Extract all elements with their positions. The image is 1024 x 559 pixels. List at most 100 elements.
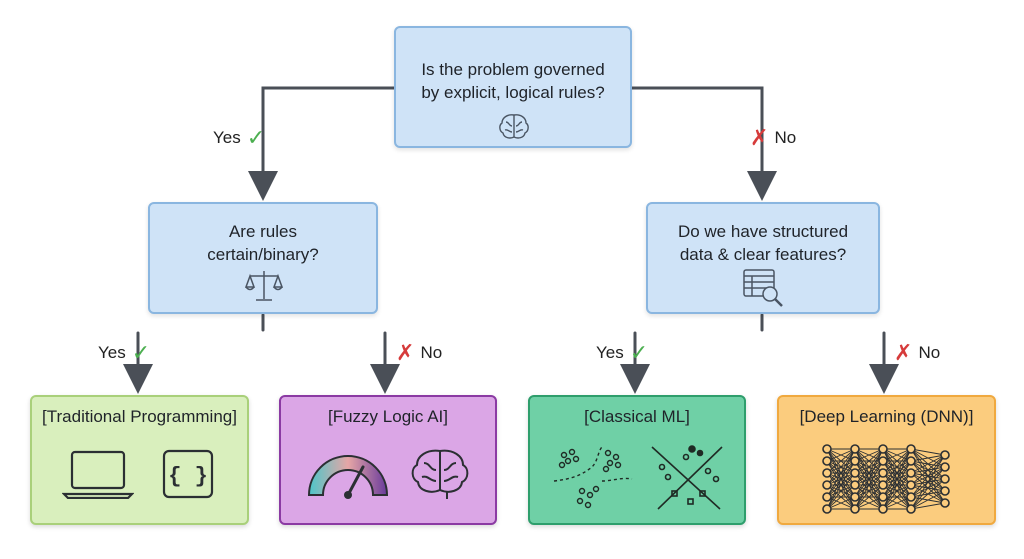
nn-edge xyxy=(910,466,946,510)
left-question-box: Are rules certain/binary? xyxy=(148,202,378,314)
yes-text: Yes xyxy=(596,343,624,362)
nn-edge xyxy=(826,496,856,510)
cross-icon: ✗ xyxy=(894,340,913,365)
nn-edge xyxy=(854,460,884,510)
nn-edge xyxy=(826,448,856,498)
nn-node xyxy=(878,468,888,478)
label-left-yes: Yes ✓ xyxy=(98,340,150,366)
nn-edge xyxy=(910,454,946,474)
nn-node xyxy=(906,504,916,514)
nn-node xyxy=(906,480,916,490)
neural-network-icon xyxy=(822,444,950,514)
nn-edge xyxy=(882,448,912,462)
right-question-box: Do we have structured data & clear featu… xyxy=(646,202,880,314)
nn-edge xyxy=(826,484,856,510)
nn-node xyxy=(822,492,832,502)
nn-edge xyxy=(826,448,856,486)
leaf-title: [Fuzzy Logic AI] xyxy=(328,407,448,426)
nn-node xyxy=(906,456,916,466)
nn-node xyxy=(850,480,860,490)
nn-edge xyxy=(826,448,856,510)
nn-edge xyxy=(854,448,884,462)
nn-edge xyxy=(826,448,856,474)
leaf-title: [Classical ML] xyxy=(584,407,690,426)
data-search-icon xyxy=(743,269,783,307)
root-question-line1: Is the problem governed xyxy=(421,60,605,79)
nn-node xyxy=(906,468,916,478)
nn-edge xyxy=(910,490,946,510)
nn-node xyxy=(940,462,950,472)
classification-icon xyxy=(651,445,723,510)
nn-edge xyxy=(826,448,856,462)
right-question-text: Do we have structured data & clear featu… xyxy=(678,220,848,266)
nn-node xyxy=(850,444,860,454)
nn-edge xyxy=(910,448,946,456)
nn-edge xyxy=(854,496,884,510)
cross-icon: ✗ xyxy=(750,125,769,150)
nn-node xyxy=(822,504,832,514)
nn-edge xyxy=(826,472,856,510)
nn-node xyxy=(850,468,860,478)
label-right-no: ✗ No xyxy=(894,340,940,366)
no-text: No xyxy=(774,128,797,147)
nn-edge xyxy=(910,454,946,486)
nn-node xyxy=(878,492,888,502)
nn-edge xyxy=(910,454,946,462)
nn-edge xyxy=(854,448,884,474)
nn-edge xyxy=(882,496,912,510)
leaf-title: [Deep Learning (DNN)] xyxy=(799,407,974,426)
connector-root-left xyxy=(248,86,396,201)
leaf-traditional-programming: [Traditional Programming] { } xyxy=(30,395,249,525)
nn-node xyxy=(906,444,916,454)
check-icon: ✓ xyxy=(629,340,649,365)
nn-node xyxy=(878,456,888,466)
connector-root-right xyxy=(630,86,777,201)
nn-edge xyxy=(882,448,912,474)
nn-node xyxy=(940,474,950,484)
nn-edge xyxy=(910,478,946,510)
root-question-box: Is the problem governed by explicit, log… xyxy=(394,26,632,148)
nn-node xyxy=(940,450,950,460)
nn-node xyxy=(850,504,860,514)
scales-icon xyxy=(245,271,283,301)
leaf-title: [Traditional Programming] xyxy=(42,407,237,426)
nn-edge xyxy=(826,460,856,510)
leaf-fuzzy-logic-ai: [Fuzzy Logic AI] xyxy=(279,395,497,525)
nn-node xyxy=(906,492,916,502)
nn-edge xyxy=(854,448,884,498)
clustering-icon xyxy=(553,446,633,509)
nn-node xyxy=(822,480,832,490)
leaf-deep-learning-dnn: [Deep Learning (DNN)] xyxy=(777,395,996,525)
brain-icon xyxy=(411,449,469,499)
nn-node xyxy=(940,486,950,496)
check-icon: ✓ xyxy=(131,340,151,365)
nn-edge xyxy=(882,472,912,510)
nn-node xyxy=(822,444,832,454)
label-root-yes: Yes ✓ xyxy=(213,125,265,151)
no-text: No xyxy=(420,343,443,362)
label-root-no: ✗ No xyxy=(750,125,796,151)
nn-edge xyxy=(882,484,912,510)
nn-edge xyxy=(854,472,884,510)
nn-node xyxy=(940,498,950,508)
label-left-no: ✗ No xyxy=(396,340,442,366)
nn-edge xyxy=(882,448,912,510)
yes-text: Yes xyxy=(213,128,241,147)
root-question-text: Is the problem governed by explicit, log… xyxy=(421,58,604,104)
leaf-classical-ml: [Classical ML] xyxy=(528,395,746,525)
nn-node xyxy=(822,456,832,466)
no-text: No xyxy=(918,343,941,362)
nn-edge xyxy=(854,448,884,486)
nn-edge xyxy=(854,484,884,510)
yes-text: Yes xyxy=(98,343,126,362)
label-right-yes: Yes ✓ xyxy=(596,340,648,366)
check-icon: ✓ xyxy=(246,125,266,150)
svg-text:{ }: { } xyxy=(168,464,208,489)
nn-edge xyxy=(910,502,946,510)
nn-node xyxy=(878,480,888,490)
right-question-line1: Do we have structured xyxy=(677,222,849,241)
nn-edge xyxy=(882,448,912,486)
root-question-line2: by explicit, logical rules? xyxy=(421,83,605,102)
laptop-icon xyxy=(62,450,134,499)
